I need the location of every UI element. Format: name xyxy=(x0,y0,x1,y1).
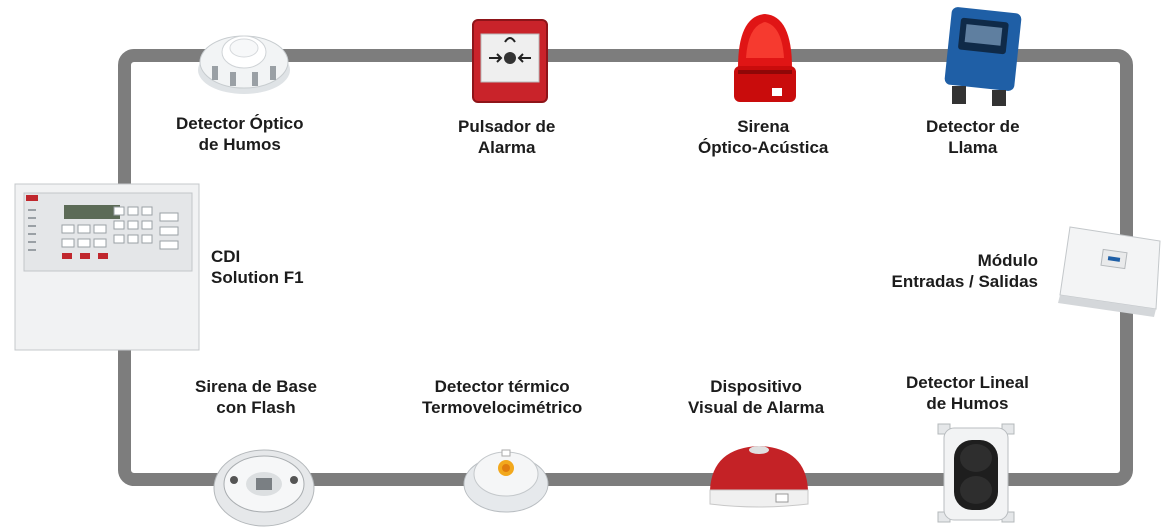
label-line: Módulo xyxy=(977,251,1038,270)
label-line: Detector de xyxy=(926,117,1020,136)
label-smoke-detector: Detector Óptico de Humos xyxy=(176,113,304,155)
optical-acoustic-siren-icon xyxy=(728,8,802,106)
base-siren-flash-icon xyxy=(212,440,316,528)
label-heat-detector: Detector térmico Termovelocimétrico xyxy=(422,376,582,418)
optical-smoke-detector-icon xyxy=(196,18,292,100)
label-line: Dispositivo xyxy=(710,377,802,396)
label-line: de Humos xyxy=(926,394,1009,413)
label-line: Óptico-Acústica xyxy=(698,138,829,157)
label-base-siren: Sirena de Base con Flash xyxy=(195,376,317,418)
label-line: con Flash xyxy=(216,398,296,417)
label-line: Detector térmico xyxy=(434,377,570,396)
label-line: Sirena xyxy=(737,117,790,136)
label-beam-detector: Detector Lineal de Humos xyxy=(906,372,1029,414)
heat-detector-icon xyxy=(462,440,550,514)
label-line: Alarma xyxy=(477,138,536,157)
linear-beam-detector-icon xyxy=(930,418,1022,528)
visual-alarm-device-icon xyxy=(704,440,814,510)
label-line: Pulsador de xyxy=(458,117,556,136)
control-panel-icon xyxy=(14,183,200,351)
label-line: de Humos xyxy=(198,135,281,154)
label-line: Solution F1 xyxy=(211,268,304,287)
label-line: Detector Óptico xyxy=(176,114,304,133)
label-line: Llama xyxy=(948,138,998,157)
label-line: Termovelocimétrico xyxy=(422,398,583,417)
label-line: Entradas / Salidas xyxy=(891,272,1038,291)
flame-detector-icon xyxy=(940,6,1024,110)
io-module-icon xyxy=(1056,217,1164,321)
label-line: Visual de Alarma xyxy=(688,398,825,417)
label-siren: Sirena Óptico-Acústica xyxy=(698,116,828,158)
label-line: CDI xyxy=(211,247,241,266)
manual-call-point-icon xyxy=(469,16,551,106)
label-visual-alarm: Dispositivo Visual de Alarma xyxy=(688,376,824,418)
label-control-panel: CDI Solution F1 xyxy=(211,246,304,288)
label-line: Sirena de Base xyxy=(195,377,317,396)
label-flame-detector: Detector de Llama xyxy=(926,116,1020,158)
label-io-module: Módulo Entradas / Salidas xyxy=(878,250,1038,292)
label-call-point: Pulsador de Alarma xyxy=(458,116,555,158)
label-line: Detector Lineal xyxy=(906,373,1029,392)
